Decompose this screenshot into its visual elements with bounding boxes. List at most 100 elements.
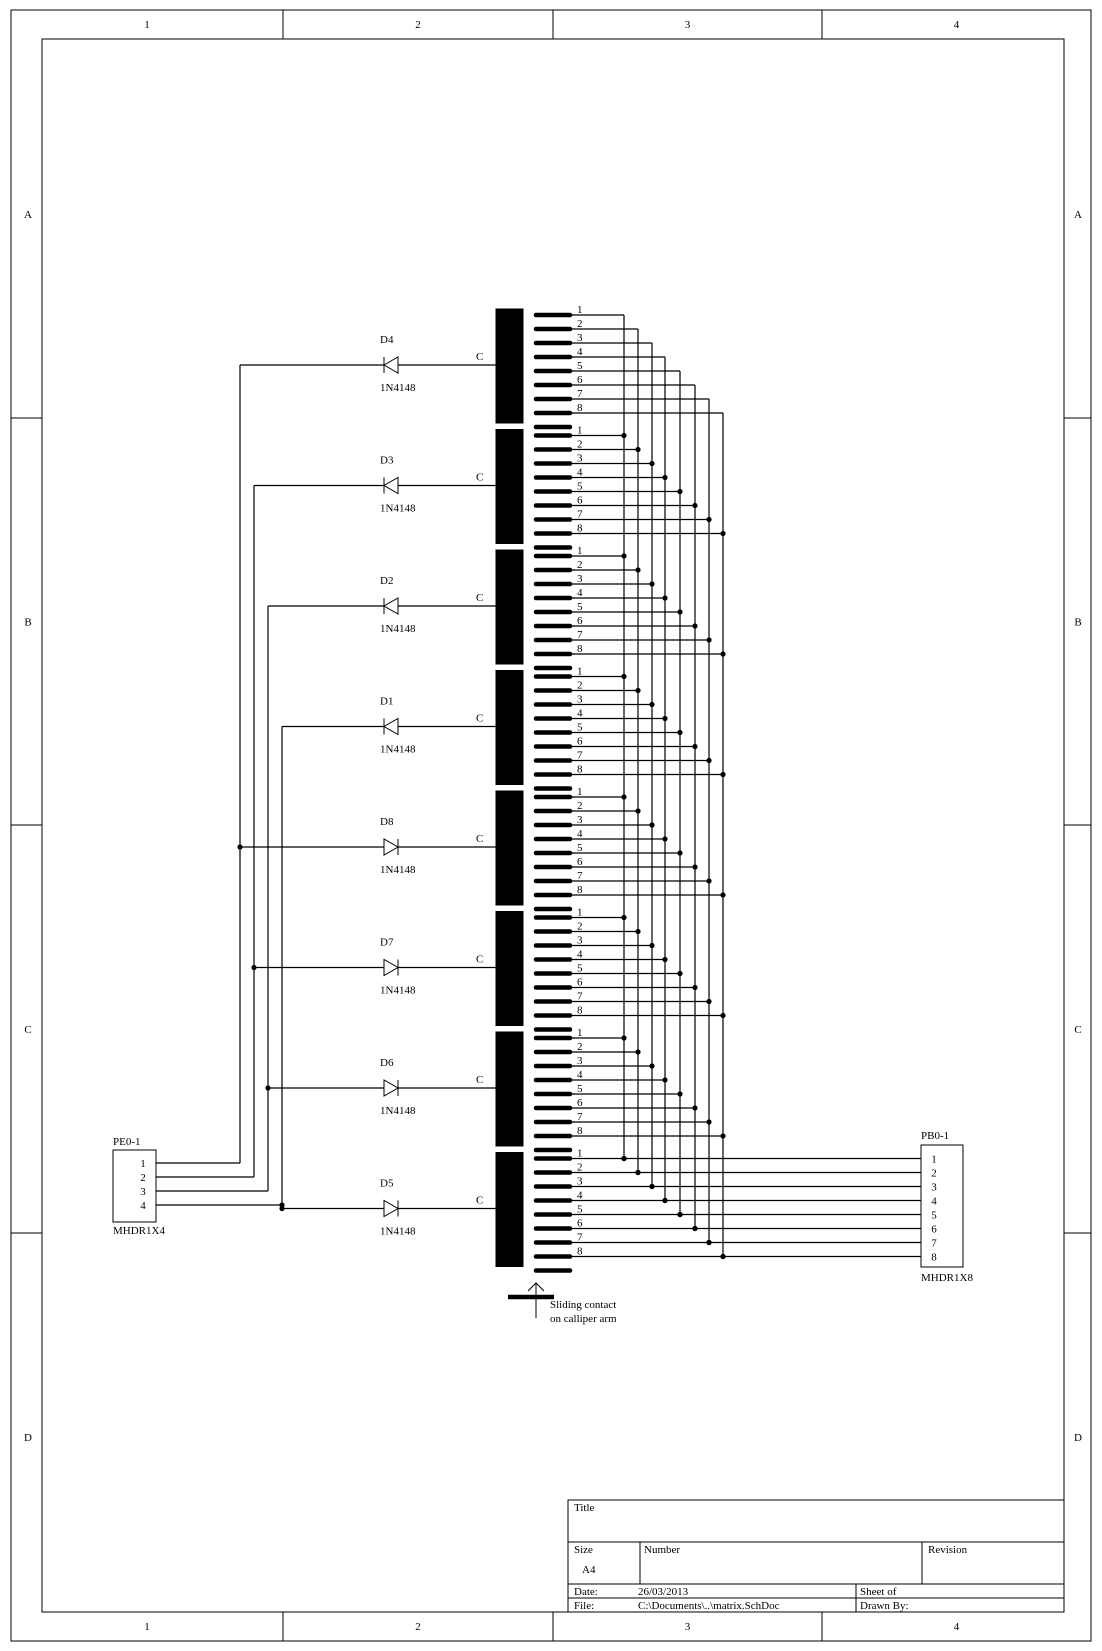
- junction-dot: [662, 595, 668, 601]
- diode-part: 1N4148: [380, 1226, 416, 1238]
- common-label: C: [476, 713, 483, 725]
- strip-pin-label: 4: [577, 346, 583, 358]
- revision-label: Revision: [928, 1544, 968, 1556]
- strip-pin-label: 4: [577, 828, 583, 840]
- strip-pin-label: 7: [577, 750, 583, 762]
- junction-dot: [706, 757, 712, 764]
- strip-pin-label: 6: [577, 1218, 583, 1230]
- junction-dot: [635, 928, 641, 935]
- header-right-pin-label: 5: [931, 1210, 937, 1222]
- junction-dot: [720, 651, 726, 657]
- junction-dot: [692, 1105, 698, 1111]
- header-left-part: MHDR1X4: [113, 1225, 165, 1237]
- diode-ref: D8: [380, 816, 394, 828]
- diode-part: 1N4148: [380, 744, 416, 756]
- header-left-body: [112, 1149, 157, 1223]
- junction-dot: [692, 984, 698, 991]
- diode-ref: D3: [380, 455, 394, 467]
- diode-symbol: [382, 597, 399, 615]
- junction-dot: [621, 432, 627, 439]
- junction-dot: [720, 1012, 726, 1019]
- header-right-pin-label: 1: [931, 1154, 937, 1166]
- junction-dot: [621, 914, 627, 921]
- strip-pin-label: 8: [577, 884, 583, 896]
- junction-dot: [237, 844, 243, 850]
- strip-pin-label: 6: [577, 1097, 583, 1109]
- number-label: Number: [644, 1544, 680, 1556]
- zone-label-top: 3: [685, 19, 691, 31]
- strip-pin-label: 5: [577, 481, 583, 493]
- junction-dot: [692, 864, 698, 870]
- strip-pin-label: 3: [577, 1055, 583, 1067]
- junction-dot: [706, 878, 712, 884]
- common-label: C: [476, 1195, 483, 1207]
- strip-pin-label: 7: [577, 509, 583, 521]
- strip-pin-label: 6: [577, 495, 583, 507]
- junction-dot: [635, 808, 641, 814]
- contact-bar: [495, 549, 524, 665]
- junction-dot: [662, 956, 668, 963]
- diode-ref: D6: [380, 1057, 394, 1069]
- strip-pin-label: 8: [577, 402, 583, 414]
- junction-dot: [720, 530, 726, 537]
- contact-bar: [495, 1031, 524, 1147]
- strip-pin-label: 5: [577, 1083, 583, 1095]
- junction-dot: [720, 1253, 726, 1260]
- header-right-ref: PB0-1: [921, 1130, 949, 1142]
- strip-pin-label: 7: [577, 388, 583, 400]
- header-left-pin-label: 1: [140, 1158, 146, 1170]
- strip-pin-label: 2: [577, 318, 583, 330]
- strip-pin-label: 3: [577, 453, 583, 465]
- junction-dot: [279, 1202, 285, 1208]
- junction-dot: [662, 836, 668, 842]
- zone-label-bottom: 3: [685, 1621, 691, 1633]
- junction-dot: [635, 687, 641, 694]
- strip-pin-label: 7: [577, 870, 583, 882]
- strip-pin-label: 8: [577, 1125, 583, 1137]
- diode-part: 1N4148: [380, 382, 416, 394]
- size-label: Size: [574, 1544, 593, 1556]
- junction-dot: [662, 474, 668, 481]
- strip-pin-label: 1: [577, 425, 583, 437]
- strip-pin-label: 2: [577, 1162, 583, 1174]
- header-right-pin-label: 4: [931, 1196, 937, 1208]
- strip-pin-label: 3: [577, 694, 583, 706]
- diode-symbol: [382, 476, 399, 495]
- junction-dot: [720, 892, 726, 898]
- strip-pin-label: 7: [577, 1232, 583, 1244]
- zone-label-right: A: [1074, 209, 1082, 221]
- contact-bar: [495, 429, 524, 544]
- diode-symbol: [382, 356, 399, 374]
- strip-pin-label: 7: [577, 991, 583, 1003]
- strip-pin-label: 2: [577, 921, 583, 933]
- title-block: [567, 1499, 1065, 1613]
- diode-part: 1N4148: [380, 985, 416, 997]
- zone-label-bottom: 2: [415, 1621, 421, 1633]
- junction-dot: [265, 1085, 271, 1091]
- diode-ref: D7: [380, 937, 394, 949]
- junction-dot: [706, 516, 712, 523]
- zone-label-bottom: 1: [144, 1621, 150, 1633]
- strip-pin-label: 1: [577, 666, 583, 678]
- diode-ref: D5: [380, 1178, 394, 1190]
- junction-dot: [706, 998, 712, 1005]
- header-left-pin-label: 2: [140, 1172, 146, 1184]
- strip-pin-label: 4: [577, 1190, 583, 1202]
- strip-pin-label: 8: [577, 643, 583, 655]
- zone-label-left: C: [24, 1024, 31, 1036]
- header-right-pin-label: 7: [931, 1238, 937, 1250]
- header-right-part: MHDR1X8: [921, 1272, 973, 1284]
- junction-dot: [621, 553, 627, 559]
- diode-symbol: [382, 717, 399, 736]
- strip-pin-label: 2: [577, 800, 583, 812]
- sheet-label: Sheet of: [860, 1586, 897, 1598]
- header-right-pin-label: 8: [931, 1252, 937, 1264]
- junction-dot: [635, 567, 641, 573]
- diode-part: 1N4148: [380, 864, 416, 876]
- strip-pin-label: 8: [577, 764, 583, 776]
- junction-dot: [677, 970, 683, 977]
- strip-pin-label: 3: [577, 1176, 583, 1188]
- header-left-ref: PE0-1: [113, 1136, 141, 1148]
